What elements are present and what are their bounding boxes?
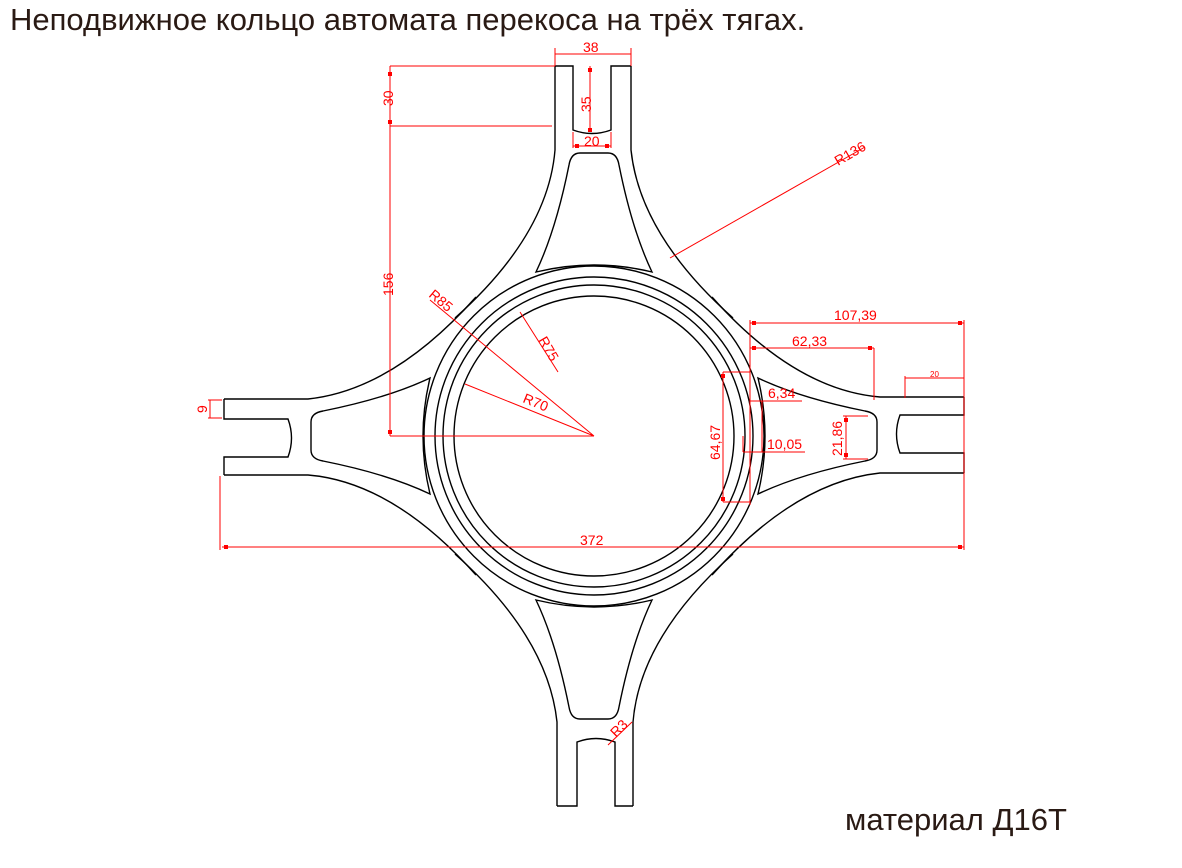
drawing-title: Неподвижное кольцо автомата перекоса на … — [10, 2, 806, 37]
dimension-ticks — [224, 68, 962, 549]
dim-r85: R85 — [426, 286, 456, 315]
dim-slot-width: 20 — [584, 133, 600, 149]
dim-center-height: 156 — [380, 272, 396, 296]
dim-overall: 372 — [580, 532, 604, 548]
dim-right-inner: 62,33 — [792, 333, 827, 349]
dim-fillet: R3 — [607, 716, 631, 740]
dimensions: 38 30 156 35 20 R136 R85 R75 R70 9 107,3… — [194, 39, 965, 746]
dim-r70: R70 — [521, 390, 551, 415]
dim-top-width: 38 — [583, 39, 599, 55]
dim-arm-thickness: 9 — [194, 405, 210, 413]
dim-slot-height: 30 — [380, 90, 396, 106]
arm-bottom — [454, 553, 734, 807]
dim-offset-a: 6,34 — [768, 385, 795, 401]
arm-top — [454, 65, 734, 319]
material-label: материал Д16Т — [845, 802, 1067, 837]
dim-r136: R136 — [832, 138, 869, 169]
dim-right-total: 107,39 — [834, 307, 877, 323]
dim-cutout-height: 21,86 — [829, 421, 845, 456]
dim-offset-b: 10,05 — [767, 436, 802, 452]
dim-chord: 64,67 — [707, 425, 723, 460]
dim-slot-depth: 35 — [578, 96, 594, 112]
dim-r75: R75 — [535, 334, 562, 364]
dim-right-slot: 20 — [930, 370, 939, 379]
